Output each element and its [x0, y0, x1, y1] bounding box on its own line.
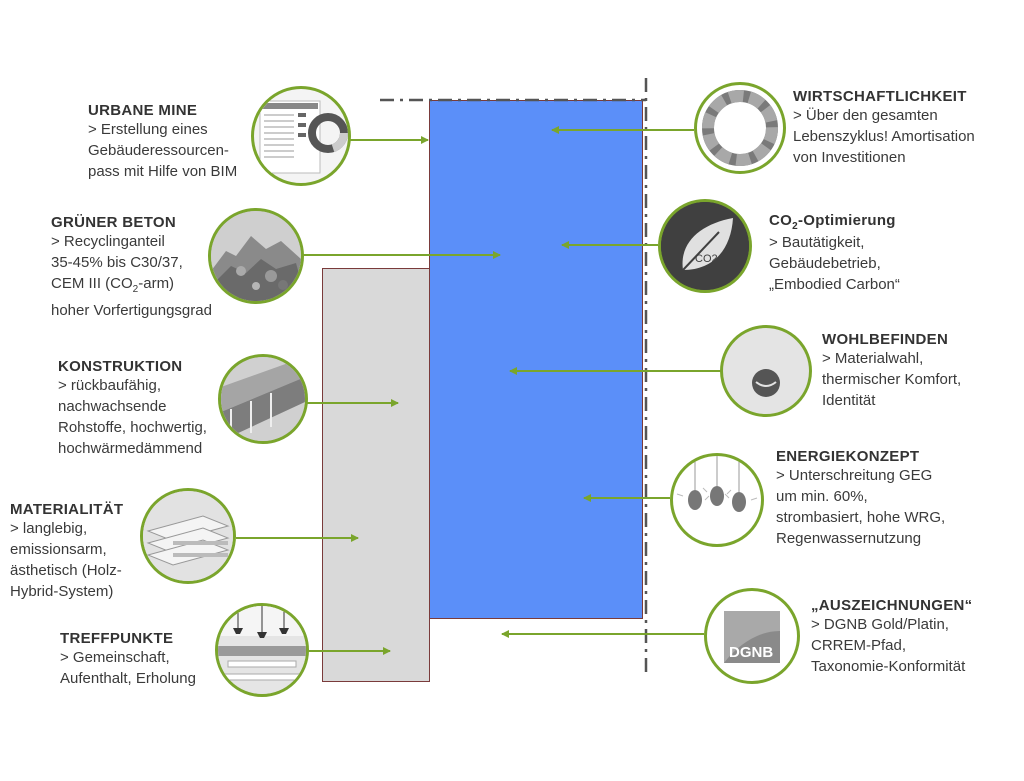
light-bulbs-icon [670, 453, 764, 547]
text-line: Aufenthalt, Erholung [60, 670, 196, 687]
grey-building-block [322, 268, 430, 682]
text-line: strombasiert, hohe WRG, [776, 509, 946, 526]
svg-text:CO2: CO2 [695, 253, 718, 265]
smiley-icon [720, 325, 812, 417]
rubble-photo-icon [208, 208, 304, 304]
text-line: > Erstellung eines [88, 121, 208, 138]
label-materialitaet: MATERIALITÄT > langlebig, emissionsarm, … [10, 501, 145, 602]
text-line: Taxonomie-Konformität [811, 658, 966, 675]
text-line: > Gemeinschaft, [60, 649, 170, 666]
label-konstruktion: KONSTRUKTION > rückbaufähig, nachwachsen… [58, 358, 238, 459]
text-line: „Embodied Carbon“ [769, 276, 900, 293]
timber-panels-icon [140, 488, 236, 584]
cycle-icon [694, 82, 786, 174]
label-gruener-beton: GRÜNER BETON > Recyclinganteil 35-45% bi… [51, 214, 251, 321]
heading-gruener-beton: GRÜNER BETON [51, 214, 176, 231]
text-line: hoher Vorfertigungsgrad [51, 302, 212, 319]
cafe-interior-icon [215, 603, 309, 697]
text-line: hochwärmedämmend [58, 440, 203, 457]
dgnb-logo-icon: DGNB [704, 588, 800, 684]
text-line: Lebenszyklus! Amortisation [793, 128, 975, 145]
text-line: um min. 60%, [776, 488, 868, 505]
label-wirtschaftlichkeit: WIRTSCHAFTLICHKEIT > Über den gesamten L… [793, 88, 1013, 168]
label-auszeichnungen: „AUSZEICHNUNGEN“ > DGNB Gold/Platin, CRR… [811, 597, 1016, 677]
text-line: thermischer Komfort, [822, 371, 962, 388]
text-line: > Unterschreitung GEG [776, 467, 933, 484]
text-line: nachwachsende [58, 398, 167, 415]
text-line: > DGNB Gold/Platin, [811, 616, 949, 633]
text-line: > rückbaufähig, [58, 377, 161, 394]
text-line: Regenwassernutzung [776, 530, 922, 547]
heading-treffpunkte: TREFFPUNKTE [60, 630, 174, 647]
heading-co2-optimierung: CO2-Optimierung [769, 212, 896, 232]
text-line: > langlebig, [10, 520, 88, 537]
text-line-cem: CEM III (CO2-arm) [51, 275, 175, 295]
heading-energiekonzept: ENERGIEKONZEPT [776, 448, 920, 465]
text-line: emissionsarm, [10, 541, 107, 558]
document-chart-icon [251, 86, 351, 186]
text-line: ästhetisch (Holz- [10, 562, 122, 579]
label-co2-optimierung: CO2-Optimierung > Bautätigkeit, Gebäudeb… [769, 212, 969, 295]
heading-urbane-mine: URBANE MINE [88, 102, 198, 119]
svg-text:DGNB: DGNB [729, 644, 773, 661]
heading-wohlbefinden: WOHLBEFINDEN [822, 331, 949, 348]
text-line: Hybrid-System) [10, 583, 114, 600]
label-wohlbefinden: WOHLBEFINDEN > Materialwahl, thermischer… [822, 331, 1012, 411]
dash-dot-outline [380, 78, 648, 672]
timber-construction-icon [218, 354, 308, 444]
heading-konstruktion: KONSTRUKTION [58, 358, 183, 375]
text-line: Gebäuderessourcen- [88, 142, 229, 159]
text-line: > Bautätigkeit, [769, 234, 865, 251]
text-line: Gebäudebetrieb, [769, 255, 881, 272]
heading-materialitaet: MATERIALITÄT [10, 501, 124, 518]
blue-building-block [429, 100, 643, 619]
text-line: von Investitionen [793, 149, 906, 166]
text-line: > Über den gesamten [793, 107, 938, 124]
label-urbane-mine: URBANE MINE > Erstellung eines Gebäudere… [88, 102, 258, 182]
label-treffpunkte: TREFFPUNKTE > Gemeinschaft, Aufenthalt, … [60, 630, 220, 689]
text-line: > Materialwahl, [822, 350, 924, 367]
text-line: Identität [822, 392, 876, 409]
text-line: CRREM-Pfad, [811, 637, 907, 654]
heading-wirtschaftlichkeit: WIRTSCHAFTLICHKEIT [793, 88, 967, 105]
text-line: 35-45% bis C30/37, [51, 254, 183, 271]
text-line: Rohstoffe, hochwertig, [58, 419, 207, 436]
heading-auszeichnungen: „AUSZEICHNUNGEN“ [811, 597, 973, 614]
label-energiekonzept: ENERGIEKONZEPT > Unterschreitung GEG um … [776, 448, 986, 549]
co2-leaf-icon: CO2 [658, 199, 752, 293]
text-line: pass mit Hilfe von BIM [88, 163, 238, 180]
text-line: > Recyclinganteil [51, 233, 165, 250]
